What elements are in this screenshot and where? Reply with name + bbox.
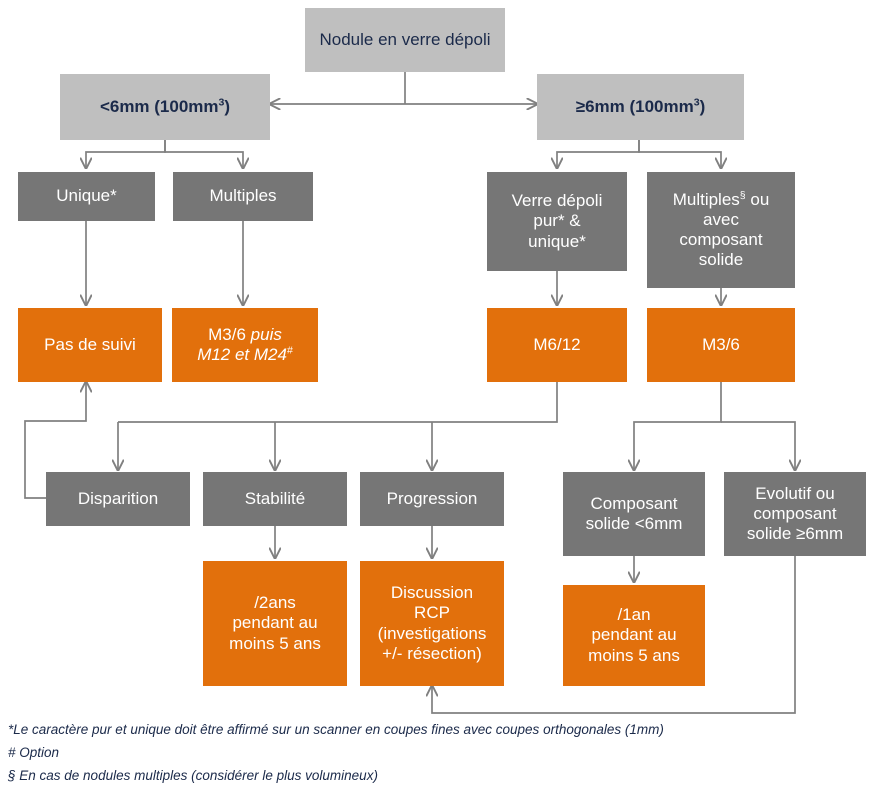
unan-line-3: moins 5 ans (588, 645, 680, 665)
footnote-asterisk: *Le caractère pur et unique doit être af… (8, 722, 664, 737)
evolutif-line-2: composant (753, 503, 837, 523)
evolutif-line-1: Evolutif ou (755, 483, 835, 503)
m36puis-plain: M3/6 (208, 324, 251, 344)
node-root-nodule[interactable]: Nodule en verre dépoli (305, 8, 505, 72)
node-unique[interactable]: Unique* (18, 172, 155, 221)
rcp-line-4: +/- résection) (382, 643, 482, 663)
node-m6-12-label: M6/12 (533, 334, 581, 354)
unan-line-1: /1an (617, 605, 651, 625)
multsolide-line-4: solide (698, 250, 744, 270)
rcp-line-1: Discussion (390, 583, 474, 603)
node-lt6mm-superscript: 3 (218, 96, 225, 109)
deuxans-line-2: pendant au (232, 613, 318, 633)
verre-line-1: Verre dépoli (511, 191, 603, 211)
node-lt6mm-tail: ) (224, 96, 231, 116)
deuxans-line-3: moins 5 ans (229, 633, 321, 653)
node-discussion-rcp[interactable]: Discussion RCP (investigations +/- résec… (360, 561, 504, 686)
verre-line-3: unique* (528, 231, 586, 251)
multsolide-superscript: § (739, 189, 746, 202)
node-multiples-ou-composant-solide-label: Multiples§ ou avec composant solide (647, 190, 795, 270)
node-pas-de-suivi-label: Pas de suivi (44, 334, 136, 354)
node-verre-depoli-pur-unique[interactable]: Verre dépoli pur* & unique* (487, 172, 627, 271)
evolutif-line-3: solide ≥6mm (746, 524, 844, 544)
compsolide-line-1: Composant (590, 493, 678, 513)
node-pas-de-suivi[interactable]: Pas de suivi (18, 308, 162, 382)
node-composant-solide-lt6mm[interactable]: Composant solide <6mm (563, 472, 705, 556)
rcp-line-3: (investigations (377, 623, 487, 643)
node-progression-label: Progression (386, 488, 478, 508)
m36puis-superscript: # (286, 344, 293, 357)
verre-line-2: pur* & (533, 211, 581, 231)
node-m36-puis-m12-m24-label: M3/6 puis M12 et M24# (172, 325, 318, 365)
node-1an-label: /1an pendant au moins 5 ans (563, 605, 705, 665)
node-root-nodule-label: Nodule en verre dépoli (319, 29, 491, 49)
node-disparition-label: Disparition (77, 488, 159, 508)
node-m3-6-label: M3/6 (702, 334, 740, 354)
node-gte6mm-main: ≥6mm (100mm (575, 96, 694, 116)
node-multiples[interactable]: Multiples (173, 172, 313, 221)
node-lt6mm-label: <6mm (100mm3) (60, 97, 270, 117)
node-lt6mm[interactable]: <6mm (100mm3) (60, 74, 270, 140)
node-disparition[interactable]: Disparition (46, 472, 190, 526)
node-stabilite[interactable]: Stabilité (203, 472, 347, 526)
node-m3-6[interactable]: M3/6 (647, 308, 795, 382)
compsolide-line-2: solide <6mm (585, 514, 683, 533)
node-discussion-rcp-label: Discussion RCP (investigations +/- résec… (360, 583, 504, 663)
footnote-section: § En cas de nodules multiples (considére… (8, 768, 378, 784)
node-multiples-label: Multiples (209, 186, 277, 206)
node-gte6mm[interactable]: ≥6mm (100mm3) (537, 74, 744, 140)
node-2ans-pendant-au-moins-5-ans[interactable]: /2ans pendant au moins 5 ans (203, 561, 347, 686)
footnotes: *Le caractère pur et unique doit être af… (8, 718, 864, 788)
footnote-hash: # Option (8, 745, 60, 761)
node-m6-12[interactable]: M6/12 (487, 308, 627, 382)
multsolide-main: Multiples (672, 189, 740, 209)
node-lt6mm-main: <6mm (100mm (99, 96, 219, 116)
node-gte6mm-label: ≥6mm (100mm3) (537, 97, 744, 117)
node-m36-puis-m12-m24[interactable]: M3/6 puis M12 et M24# (172, 308, 318, 382)
node-gte6mm-tail: ) (699, 96, 706, 116)
node-progression[interactable]: Progression (360, 472, 504, 526)
node-evolutif-ou-composant-solide-gte6mm-label: Evolutif ou composant solide ≥6mm (724, 484, 866, 544)
m36puis-emphasis-2: M12 et M24 (197, 345, 287, 364)
deuxans-line-1: /2ans (254, 593, 296, 613)
node-unique-label: Unique* (56, 186, 117, 206)
multsolide-line-3: composant (679, 230, 763, 249)
node-verre-depoli-pur-unique-label: Verre dépoli pur* & unique* (487, 191, 627, 251)
node-2ans-label: /2ans pendant au moins 5 ans (203, 593, 347, 653)
multsolide-tail: ou (745, 189, 770, 209)
node-evolutif-ou-composant-solide-gte6mm[interactable]: Evolutif ou composant solide ≥6mm (724, 472, 866, 556)
unan-line-2: pendant au (591, 625, 677, 645)
node-stabilite-label: Stabilité (244, 488, 306, 508)
node-gte6mm-superscript: 3 (693, 96, 700, 109)
node-multiples-ou-composant-solide[interactable]: Multiples§ ou avec composant solide (647, 172, 795, 288)
m36puis-emphasis-1: puis (250, 324, 282, 344)
multsolide-line-2: avec (703, 209, 739, 229)
node-composant-solide-lt6mm-label: Composant solide <6mm (563, 494, 705, 534)
node-1an-pendant-au-moins-5-ans[interactable]: /1an pendant au moins 5 ans (563, 585, 705, 686)
rcp-line-2: RCP (414, 603, 450, 623)
